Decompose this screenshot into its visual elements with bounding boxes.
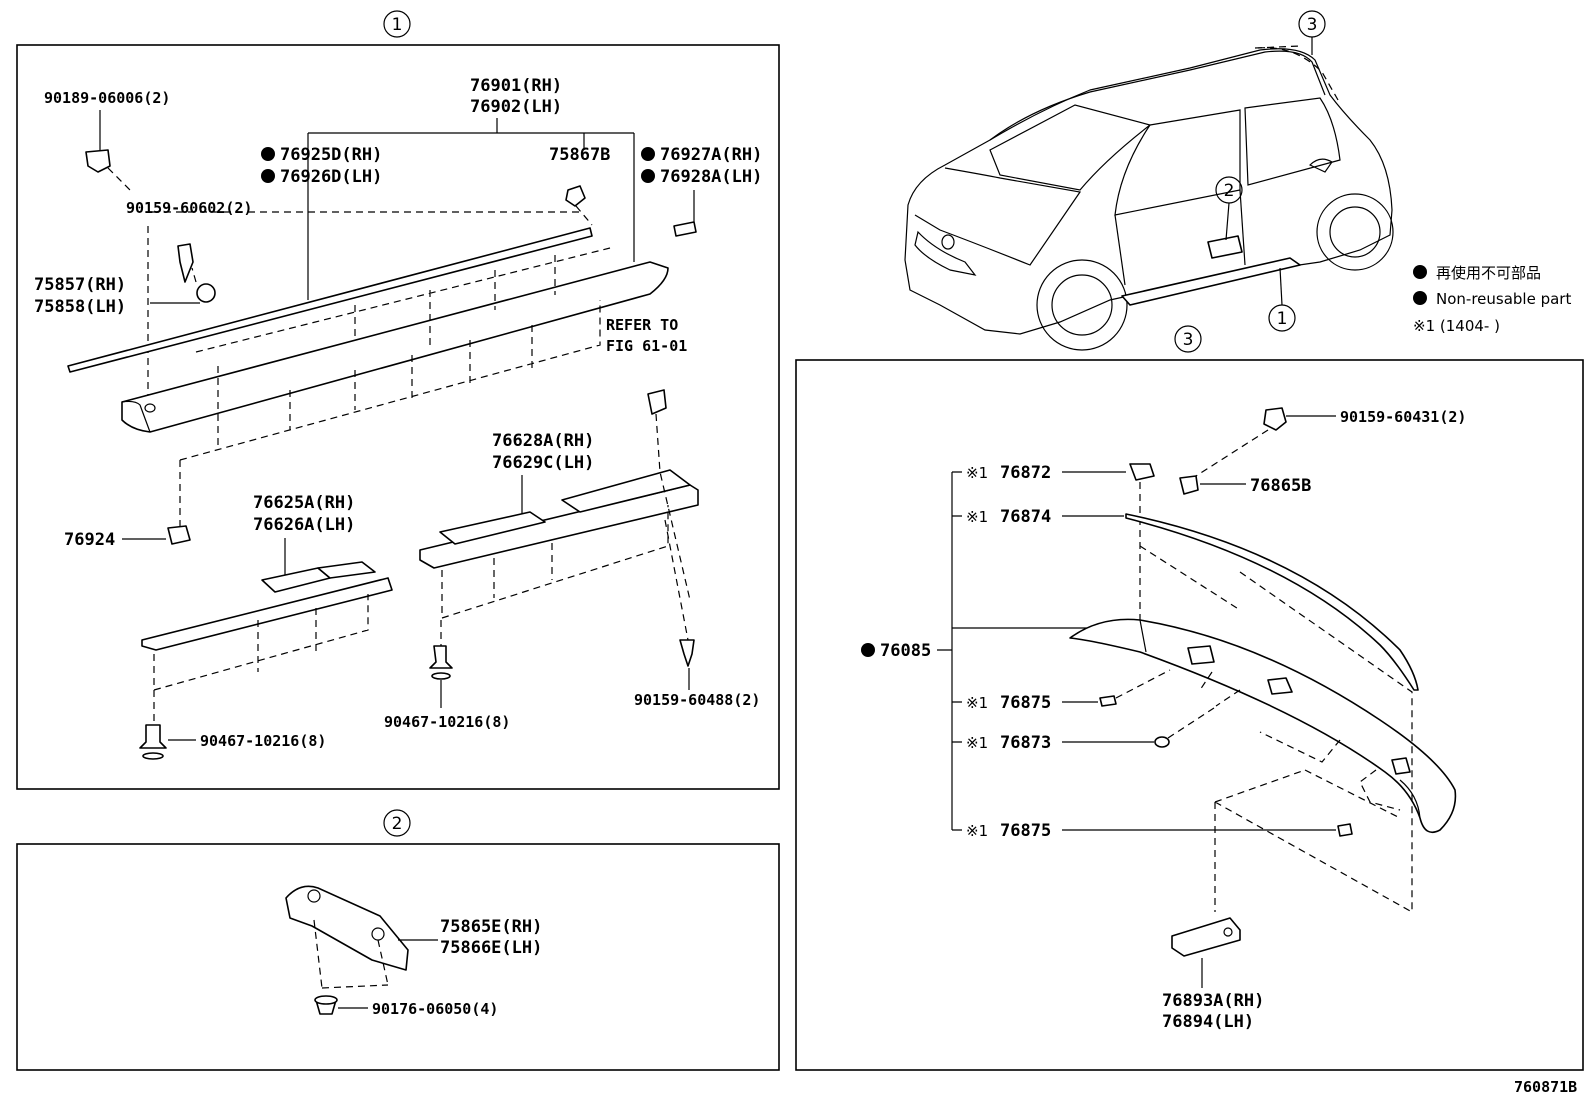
panel-2: 75865E(RH) 75866E(LH) 90176-06050(4) [285,885,542,1018]
callout-1-top: 1 [383,10,411,38]
svg-text:REFER TO: REFER TO [606,316,678,334]
svg-text:76875: 76875 [1000,693,1051,713]
svg-text:75866E(LH): 75866E(LH) [440,938,542,958]
svg-text:76625A(RH): 76625A(RH) [253,493,355,513]
svg-text:76893A(RH): 76893A(RH) [1162,991,1264,1011]
svg-text:Non-reusable part: Non-reusable part [1436,290,1571,308]
svg-text:※1: ※1 [966,508,988,526]
callout-3-top: 3 [1174,325,1202,353]
svg-text:90189-06006(2): 90189-06006(2) [44,89,170,107]
panel-3: 90159-60431(2) 76865B ※1 76872 ※1 76874 … [861,407,1466,1032]
svg-text:76865B: 76865B [1250,476,1311,496]
panel-3-frame [795,359,1584,1071]
svg-text:※1: ※1 [966,694,988,712]
svg-text:※1: ※1 [966,734,988,752]
svg-text:76873: 76873 [1000,733,1051,753]
svg-text:90467-10216(8): 90467-10216(8) [384,713,510,731]
svg-text:76629C(LH): 76629C(LH) [492,453,594,473]
svg-text:1: 1 [1277,309,1288,329]
svg-text:76927A(RH): 76927A(RH) [660,145,762,165]
non-reusable-icon [641,169,655,183]
panel-2-frame [16,843,780,1071]
svg-text:90467-10216(8): 90467-10216(8) [200,732,326,750]
svg-text:76626A(LH): 76626A(LH) [253,515,355,535]
non-reusable-icon [641,147,655,161]
non-reusable-icon [861,643,875,657]
svg-text:76628A(RH): 76628A(RH) [492,431,594,451]
non-reusable-icon [261,169,275,183]
svg-text:76085: 76085 [880,641,931,661]
svg-text:※1: ※1 [966,822,988,840]
non-reusable-icon [261,147,275,161]
svg-text:76924: 76924 [64,530,115,550]
svg-text:2: 2 [392,814,403,834]
svg-text:90176-06050(4): 90176-06050(4) [372,1000,498,1018]
svg-text:3: 3 [1183,330,1194,350]
svg-text:76872: 76872 [1000,463,1051,483]
legend: 再使用不可部品 Non-reusable part ※1 (1404- ) [1413,264,1571,335]
svg-text:76925D(RH): 76925D(RH) [280,145,382,165]
svg-text:再使用不可部品: 再使用不可部品 [1436,264,1541,282]
panel-1-frame [16,44,780,790]
svg-text:76875: 76875 [1000,821,1051,841]
svg-text:90159-60488(2): 90159-60488(2) [634,691,760,709]
svg-text:2: 2 [1224,181,1235,201]
svg-text:75865E(RH): 75865E(RH) [440,917,542,937]
callout-2-top: 2 [383,809,411,837]
svg-text:75857(RH): 75857(RH) [34,275,126,295]
svg-text:※1: ※1 [966,464,988,482]
svg-text:※1 (1404- ): ※1 (1404- ) [1413,317,1500,335]
svg-text:76902(LH): 76902(LH) [470,97,562,117]
svg-text:FIG 61-01: FIG 61-01 [606,337,687,355]
svg-text:90159-60431(2): 90159-60431(2) [1340,408,1466,426]
figure-id: 760871B [1514,1078,1577,1096]
car-illustration: 3 2 1 [904,10,1394,351]
svg-text:75858(LH): 75858(LH) [34,297,126,317]
svg-text:1: 1 [392,15,403,35]
svg-text:3: 3 [1307,15,1318,35]
svg-text:76901(RH): 76901(RH) [470,76,562,96]
svg-text:76874: 76874 [1000,507,1051,527]
svg-text:90159-60602(2): 90159-60602(2) [126,199,252,217]
svg-text:75867B: 75867B [549,145,610,165]
svg-text:76894(LH): 76894(LH) [1162,1012,1254,1032]
svg-text:76926D(LH): 76926D(LH) [280,167,382,187]
non-reusable-icon [1413,291,1427,305]
svg-text:76928A(LH): 76928A(LH) [660,167,762,187]
non-reusable-icon [1413,265,1427,279]
panel-1: 76901(RH) 76902(LH) 76925D(RH) 76926D(LH… [34,76,762,760]
